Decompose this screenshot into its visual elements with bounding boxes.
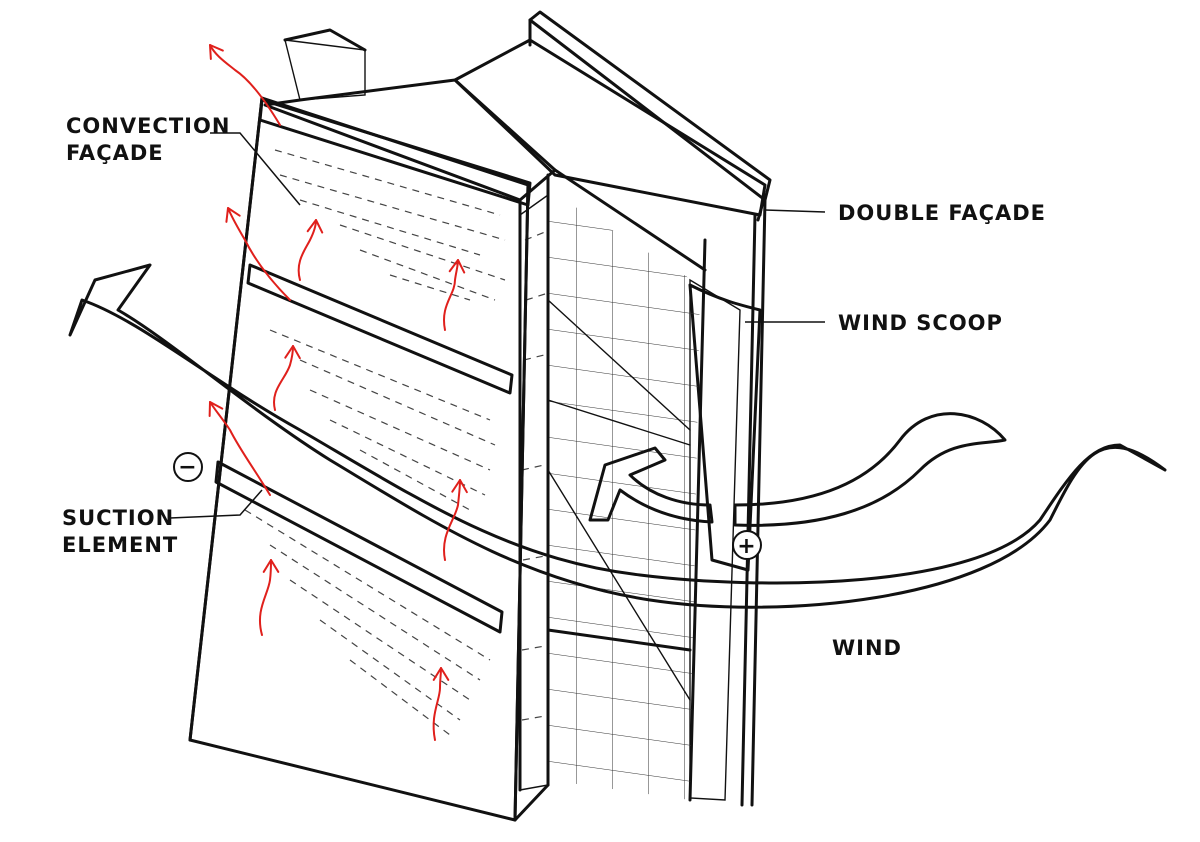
- double-facade-parapet: [528, 10, 772, 222]
- convection-arrow-head: [208, 401, 224, 417]
- convection-facade-line1: CONVECTION: [66, 114, 230, 138]
- wind-stream-main: [68, 263, 1167, 609]
- convection-arrow-head: [451, 479, 468, 494]
- convection-arrows: [208, 44, 468, 741]
- tower-side: [519, 193, 549, 791]
- facade-texture: [244, 149, 506, 736]
- plus-sign: +: [737, 534, 756, 559]
- floor-slabs: [214, 98, 532, 634]
- double-facade-label: DOUBLE FAÇADE: [838, 201, 1046, 225]
- convection-arrow: [432, 667, 442, 741]
- wind-scoop: [688, 283, 762, 572]
- convection-arrow-head: [432, 667, 450, 681]
- convection-arrow: [209, 401, 271, 496]
- convection-arrow-head: [209, 44, 224, 60]
- convection-facade-line2: FAÇADE: [66, 141, 164, 165]
- wind-label: WIND: [832, 636, 902, 660]
- convection-arrow: [297, 219, 317, 281]
- convection-arrow-head: [225, 207, 241, 223]
- scoop-arrow: [588, 446, 714, 524]
- convection-arrow-head: [448, 259, 466, 274]
- negative-pressure-symbol: −: [173, 452, 203, 482]
- label-double-facade: DOUBLE FAÇADE: [764, 201, 1046, 225]
- wind-stream-scoop: [733, 412, 1007, 527]
- roof-left: [283, 28, 367, 101]
- convection-arrow: [259, 559, 272, 636]
- minus-sign: −: [178, 455, 197, 480]
- label-wind: WIND: [832, 636, 902, 660]
- positive-pressure-symbol: +: [732, 530, 762, 560]
- convection-arrow-head: [306, 219, 324, 234]
- convection-arrow: [209, 44, 281, 126]
- label-wind-scoop: WIND SCOOP: [745, 311, 1003, 335]
- suction-element-line1: SUCTION: [62, 506, 174, 530]
- suction-element-line2: ELEMENT: [62, 533, 178, 557]
- convection-arrow-head: [262, 559, 280, 573]
- convection-arrow: [443, 479, 461, 561]
- convection-arrow-head: [284, 345, 301, 360]
- roof-main: [263, 38, 767, 217]
- convection-facade-plane: [188, 96, 550, 822]
- convection-arrow: [442, 259, 459, 331]
- convection-arrow: [273, 345, 294, 411]
- label-convection-facade: CONVECTION FAÇADE: [66, 114, 301, 206]
- wind-scoop-label: WIND SCOOP: [838, 311, 1003, 335]
- convection-arrow: [227, 207, 291, 301]
- label-suction-element: SUCTION ELEMENT: [62, 489, 263, 557]
